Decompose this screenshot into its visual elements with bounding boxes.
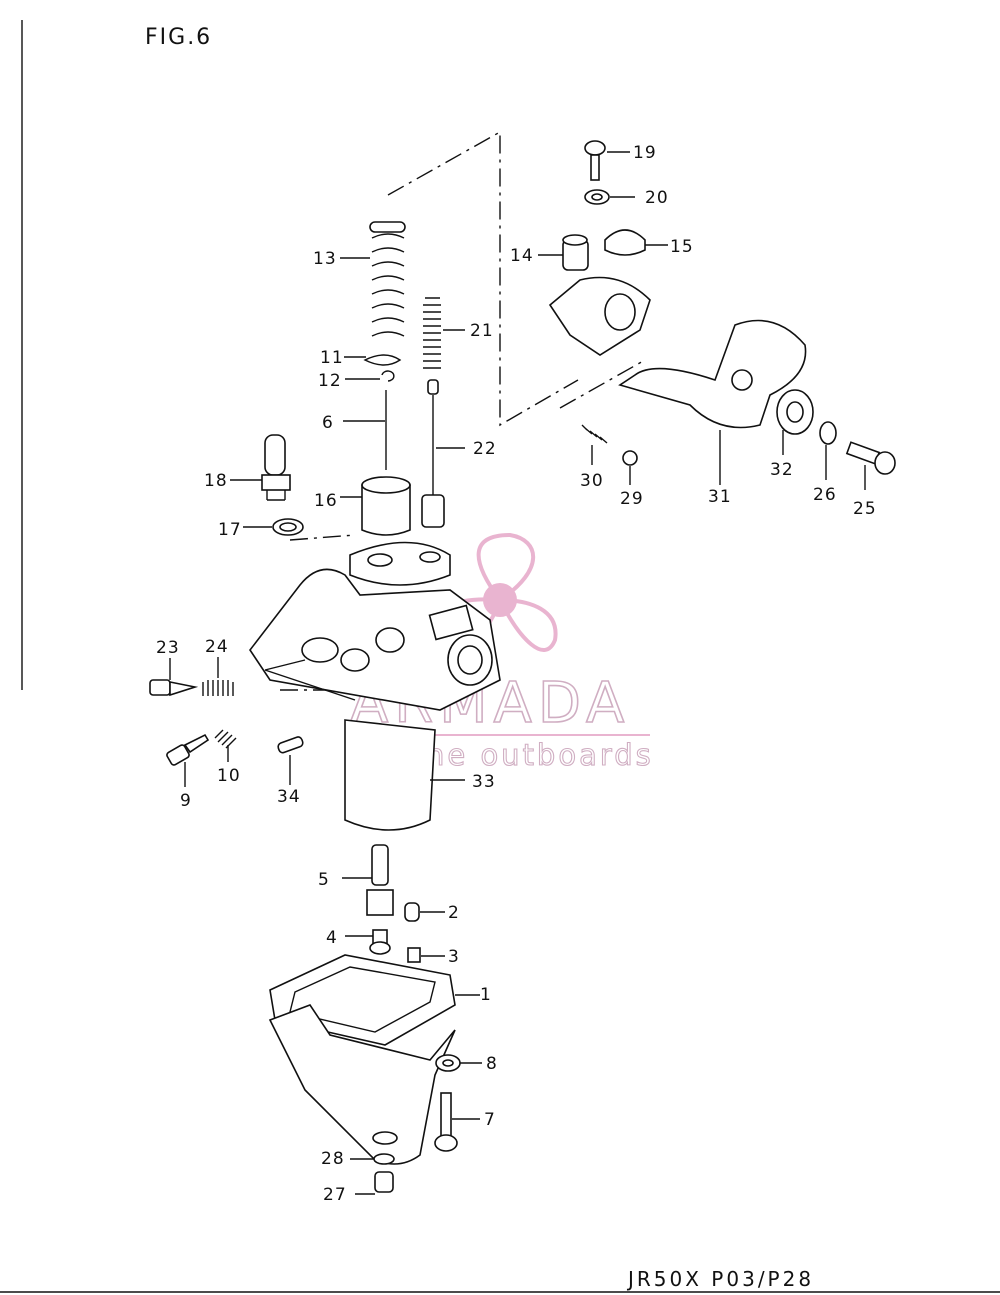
callout-2: 2 xyxy=(448,903,460,923)
callout-labels: 1 2 3 4 5 6 7 8 9 10 11 12 13 14 15 16 1… xyxy=(156,143,877,1205)
part-22-starter-plunger xyxy=(421,379,465,528)
callout-3: 3 xyxy=(448,947,460,967)
callout-24: 24 xyxy=(205,637,229,657)
callout-20: 20 xyxy=(645,188,669,208)
callout-6: 6 xyxy=(322,413,334,433)
callout-9: 9 xyxy=(180,791,192,811)
callout-1: 1 xyxy=(480,985,492,1005)
figure-title: FIG.6 xyxy=(145,25,212,50)
callout-33: 33 xyxy=(472,772,496,792)
model-code: JR50X P03/P28 xyxy=(626,1267,814,1291)
part-24-spring xyxy=(202,657,234,696)
callout-14: 14 xyxy=(510,246,534,266)
callout-29: 29 xyxy=(620,489,644,509)
callout-27: 27 xyxy=(323,1185,347,1205)
part-18-fuel-inlet-fitting xyxy=(230,434,291,501)
callout-10: 10 xyxy=(217,766,241,786)
callout-16: 16 xyxy=(314,491,338,511)
part-21-spring xyxy=(423,297,465,369)
callout-19: 19 xyxy=(633,143,657,163)
part-26-washer xyxy=(819,421,837,480)
part-28-washer xyxy=(350,1153,395,1165)
callout-17: 17 xyxy=(218,520,242,540)
part-17-gasket xyxy=(243,518,304,536)
part-6-jet-needle xyxy=(343,390,387,470)
callout-23: 23 xyxy=(156,638,180,658)
part-3-pilot-jet xyxy=(407,947,445,963)
callout-18: 18 xyxy=(204,471,228,491)
callout-12: 12 xyxy=(318,371,342,391)
part-15-cap xyxy=(604,229,668,256)
callout-31: 31 xyxy=(708,487,732,507)
callout-15: 15 xyxy=(670,237,694,257)
callout-13: 13 xyxy=(313,249,337,269)
part-20-washer xyxy=(584,189,635,205)
part-2-jet xyxy=(404,902,445,922)
part-33-carburetor-body xyxy=(249,541,501,831)
part-11-clip xyxy=(344,354,402,366)
callout-4: 4 xyxy=(326,928,338,948)
part-34-pin xyxy=(277,736,304,785)
callout-30: 30 xyxy=(580,471,604,491)
part-12-e-ring xyxy=(345,370,395,382)
part-32-collar xyxy=(776,389,814,455)
callout-8: 8 xyxy=(486,1054,498,1074)
part-23-screw xyxy=(149,658,199,697)
part-13-throttle-spring xyxy=(340,221,406,337)
part-10-spring xyxy=(214,729,237,762)
part-29-ball xyxy=(622,450,638,485)
part-8-washer xyxy=(435,1054,482,1072)
callout-11: 11 xyxy=(320,348,344,368)
part-5-needle-jet-holder xyxy=(342,844,394,916)
part-4-main-jet xyxy=(345,929,391,955)
callout-21: 21 xyxy=(470,321,494,341)
callout-32: 32 xyxy=(770,460,794,480)
part-16-throttle-valve xyxy=(340,476,411,536)
callout-5: 5 xyxy=(318,870,330,890)
callout-25: 25 xyxy=(853,499,877,519)
part-27-drain-screw xyxy=(355,1171,394,1195)
callout-28: 28 xyxy=(321,1149,345,1169)
part-top-cover xyxy=(548,276,651,356)
callout-7: 7 xyxy=(484,1110,496,1130)
callout-26: 26 xyxy=(813,485,837,505)
part-31-throttle-lever xyxy=(618,319,807,485)
part-30-spring xyxy=(581,424,608,465)
part-25-bolt xyxy=(845,441,896,490)
part-14-cap xyxy=(538,234,589,271)
callout-34: 34 xyxy=(277,787,301,807)
callout-22: 22 xyxy=(473,439,497,459)
part-19-screw xyxy=(584,140,630,181)
part-7-screw xyxy=(434,1092,480,1152)
part-9-screw xyxy=(166,733,210,787)
